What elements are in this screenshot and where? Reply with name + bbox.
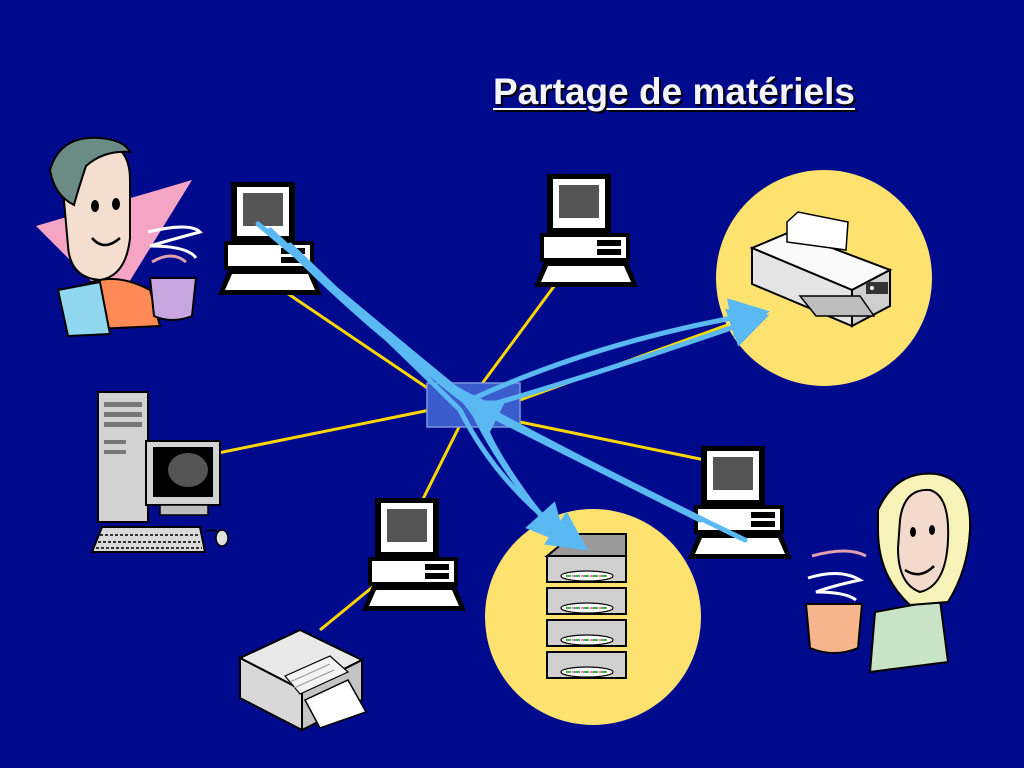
flow-right-pc-to-hub [461,400,703,523]
desktop-computer-icon[interactable] [362,498,466,611]
link-top-center-pc [468,284,557,401]
woman-with-coffee-icon [804,472,972,674]
link-bottom-pc [418,424,462,506]
data-flow-arrows [255,221,770,551]
link-local-printer [319,583,376,632]
laser-printer-icon[interactable] [749,211,893,328]
link-right-pc [519,420,706,462]
link-tower-pc [217,408,431,455]
cd-tower-server-icon[interactable] [544,533,627,679]
flow-pc-to-printer-1 [255,221,770,403]
inkjet-printer-icon[interactable] [237,628,368,732]
shared-storage-circle [485,509,701,725]
desktop-computer-icon[interactable] [218,182,322,295]
desktop-computer-icon[interactable] [534,174,638,287]
tower-computer-icon[interactable] [90,391,229,553]
desktop-computer-icon[interactable] [688,446,792,559]
man-with-coffee-icon [36,136,203,338]
page-title: Partage de matériels [493,71,855,112]
